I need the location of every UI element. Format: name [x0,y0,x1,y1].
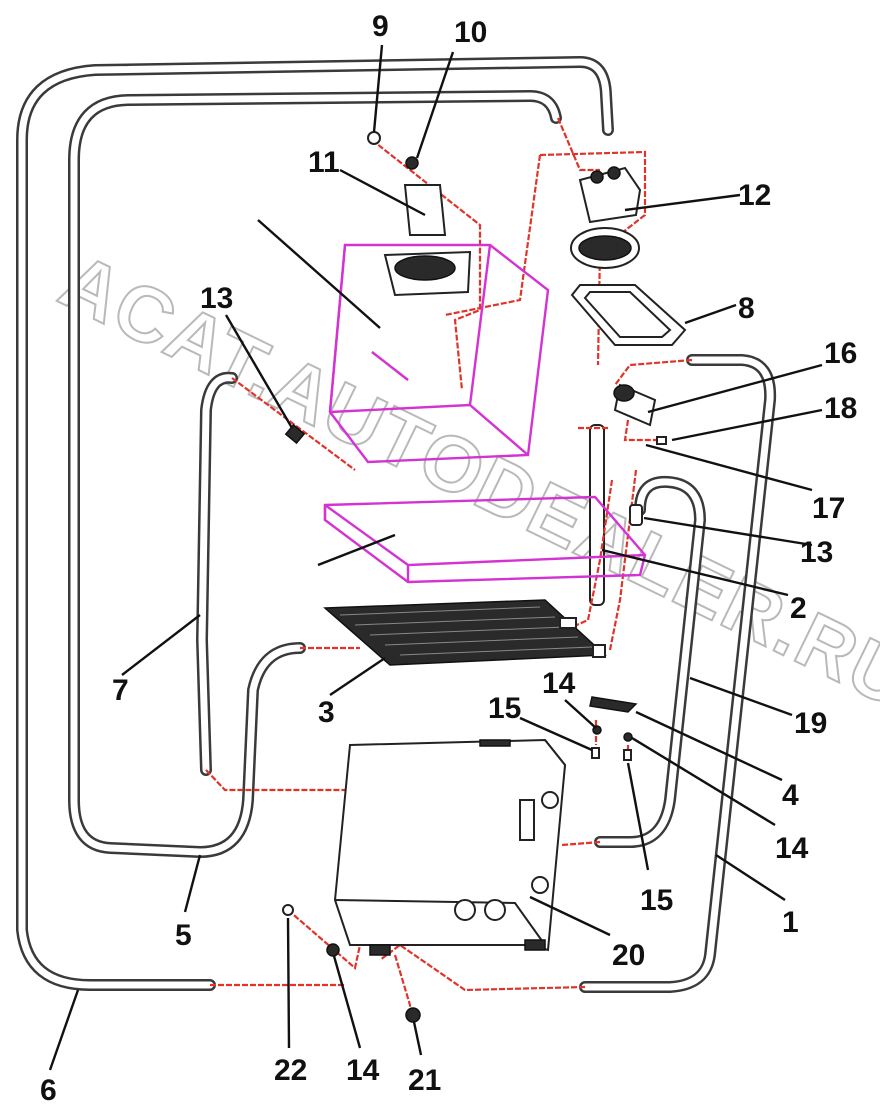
expansion-valve-4 [589,696,638,713]
gasket-8 [570,284,687,346]
leader-lines [48,44,823,1071]
callout-16: 16 [824,337,857,370]
nut-10 [405,156,419,170]
callout-3: 3 [318,696,335,729]
callout-4: 4 [782,779,799,812]
callout-labels: 9 10 11 12 8 13 16 18 17 13 2 7 3 14 15 … [40,10,857,1107]
callout-13-right: 13 [800,536,833,569]
callout-15-lower: 15 [640,884,673,917]
hose-5 [68,90,562,858]
callout-15-upper: 15 [488,692,521,725]
callout-13-left: 13 [200,282,233,315]
callout-14-bottom: 14 [346,1054,380,1087]
hose-1 [579,354,777,993]
plug-21 [405,1007,421,1023]
callout-9: 9 [372,10,389,43]
hose-7 [196,371,238,776]
core-3 [323,599,607,666]
callout-21: 21 [408,1064,441,1097]
callout-20: 20 [612,939,645,972]
callout-18: 18 [824,392,857,425]
callout-2: 2 [790,592,807,625]
oring-14-lower [623,732,633,742]
callout-7: 7 [112,674,129,707]
callout-6: 6 [40,1074,57,1107]
fitting-22 [282,904,294,916]
fitting-18 [656,436,667,445]
fitting-13-right [629,504,643,526]
callout-17: 17 [812,492,845,525]
callout-14-lower: 14 [775,832,809,865]
hose-19 [594,475,706,848]
bolt-9 [367,131,381,145]
callout-5: 5 [175,919,192,952]
callout-22: 22 [274,1054,307,1087]
oring-14-bottom [326,943,340,957]
callout-8: 8 [738,292,755,325]
callout-10: 10 [454,16,487,49]
unit-housing-20 [333,738,567,956]
fitting-13-left [284,423,306,445]
callout-11: 11 [308,146,340,179]
valve-15-upper [591,747,600,759]
callout-14-upper: 14 [542,667,576,700]
blower-bracket-11 [383,184,472,297]
callout-1: 1 [782,906,799,939]
filter-tray-outline [323,495,647,584]
compressor-12 [570,166,642,269]
hose-6 [16,56,614,991]
callout-19: 19 [794,707,827,740]
callout-12: 12 [738,179,771,212]
duct-box-outline [328,243,550,464]
valve-15-lower [623,749,632,761]
receiver-drier-16 [613,383,657,427]
